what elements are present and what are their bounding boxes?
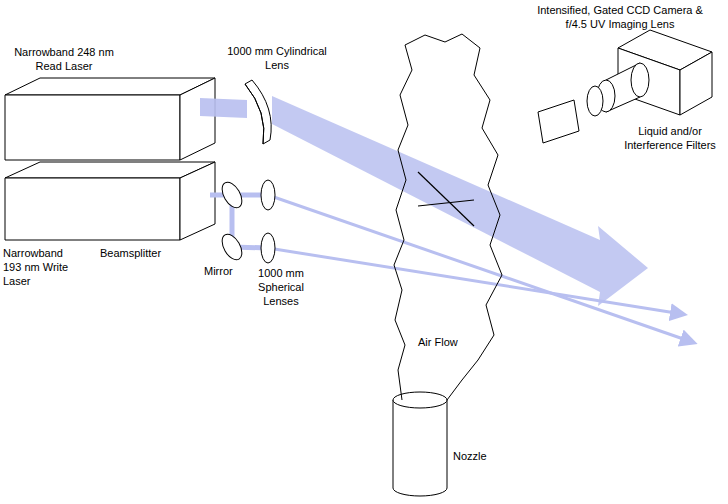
cylindrical-lens	[245, 80, 271, 144]
write-optics	[218, 179, 275, 263]
write-laser	[5, 162, 215, 240]
read-laser	[5, 78, 215, 160]
camera-label: Intensified, Gated CCD Camera & f/4.5 UV…	[530, 3, 710, 31]
air-flow-region: Air Flow	[390, 30, 508, 402]
laser-label: Narrowband 193 nm Write Laser	[3, 246, 75, 288]
filter-label: Liquid and/or Interference Filters	[618, 124, 722, 152]
region-label: Air Flow	[418, 335, 458, 349]
read-beam	[200, 98, 247, 118]
laser-label: Narrowband 248 nm Read Laser	[10, 45, 118, 73]
laser-sheet-arrow	[272, 96, 648, 306]
lens-label: 1000 mm Spherical Lenses	[250, 266, 312, 308]
part-label: Nozzle	[453, 449, 503, 463]
optic-label: Beamsplitter	[100, 246, 170, 260]
write-beams	[210, 195, 692, 342]
cylindrical-lens-face	[245, 84, 264, 144]
nozzle	[393, 392, 447, 496]
lens-label: 1000 mm Cylindrical Lens	[222, 44, 332, 72]
tagging-lines	[418, 172, 474, 226]
optic-label: Mirror	[204, 264, 244, 278]
